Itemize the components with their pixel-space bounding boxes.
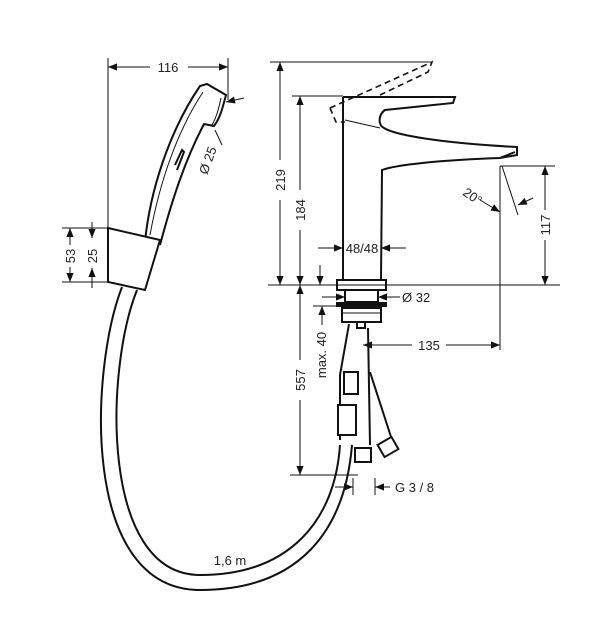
dim-handshower-diameter: Ø 25 xyxy=(196,145,220,177)
dim-shank-diameter: Ø 32 xyxy=(402,290,430,305)
dim-spray-angle: 20° xyxy=(460,185,485,209)
dim-max-thickness: max. 40 xyxy=(314,332,329,378)
hose xyxy=(99,286,353,592)
dim-total-height: 219 xyxy=(273,169,288,191)
dim-body-height: 184 xyxy=(293,199,308,221)
dim-holder-inner: 25 xyxy=(85,249,100,263)
handshower-holder xyxy=(107,226,162,292)
dim-body-width: 48/48 xyxy=(346,241,379,256)
faucet xyxy=(329,60,518,463)
dim-handshower-length: 116 xyxy=(158,60,179,75)
dim-holder-height: 53 xyxy=(63,249,78,263)
handshower xyxy=(144,82,228,246)
dim-thread: G 3 / 8 xyxy=(395,480,434,495)
dim-hose-length: 1,6 m xyxy=(214,553,247,568)
dim-spout-reach: 135 xyxy=(418,338,440,353)
dim-spout-height: 117 xyxy=(538,215,553,236)
dim-supply-length: 557 xyxy=(293,369,308,391)
